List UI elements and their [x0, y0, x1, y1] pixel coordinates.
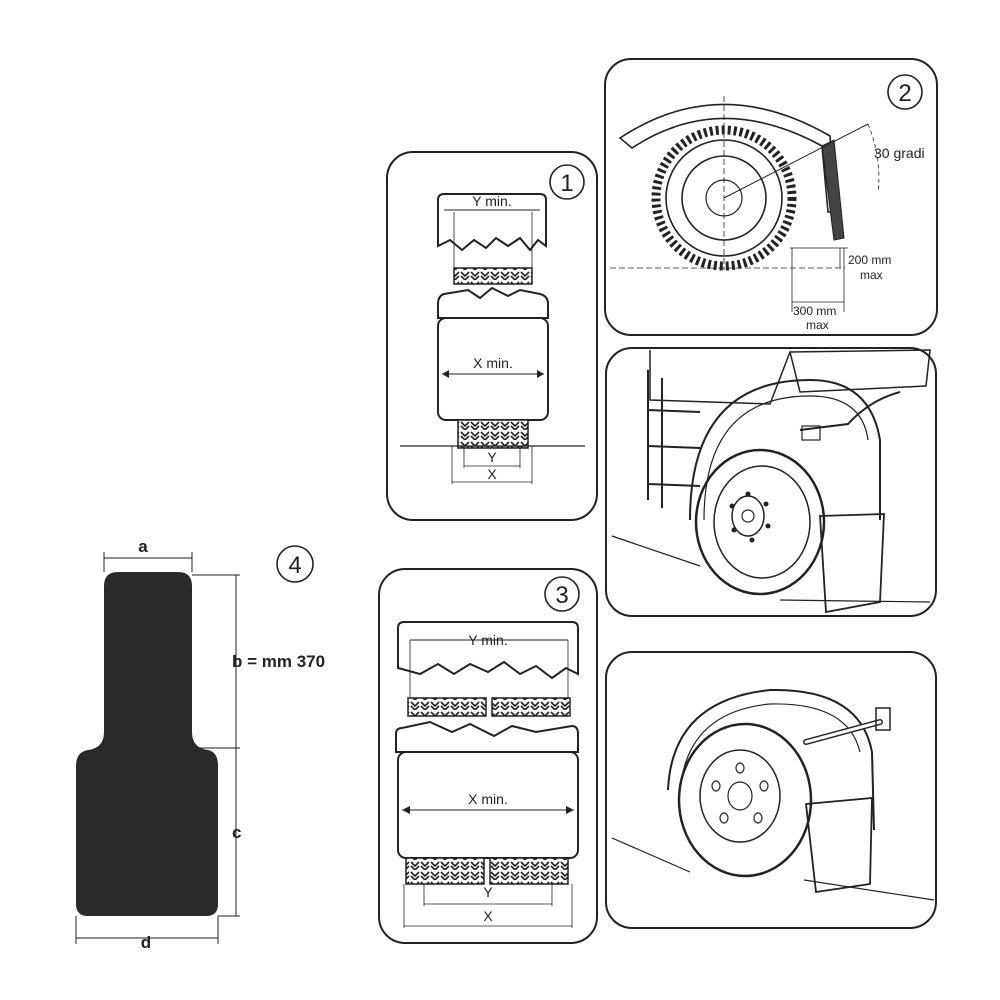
dim-a-label: a — [138, 537, 148, 556]
panel-3-frame — [378, 568, 598, 944]
panel-1-single-tyre: 1 Y min. X min. Y X — [386, 151, 598, 521]
panel-2-tyre — [651, 125, 797, 271]
dim-c-label: c — [232, 823, 241, 842]
panel-1-y-min-label: Y min. — [472, 193, 511, 209]
panel-3-y-min-label: Y min. — [468, 632, 507, 648]
truck-hub — [731, 495, 765, 537]
panel-1-tread-bottom — [457, 419, 529, 449]
panel-2-frame — [604, 58, 938, 336]
panel-truck-frame — [605, 347, 937, 617]
panel-car-frame — [605, 651, 937, 929]
panel-1-mudguard-body — [437, 286, 549, 319]
panel-2-wheel-angles: 2 30 gradi 200 mm max 300 mm max — [604, 58, 938, 336]
truck-tyre — [694, 448, 826, 596]
panel-2-number: 2 — [898, 80, 911, 107]
car-mudflap — [805, 797, 873, 894]
panel-car-wheel — [605, 651, 937, 929]
panel-3-x-min-label: X min. — [468, 791, 508, 807]
panel-truck-rear-wheel — [605, 347, 937, 617]
panel-3-tread-bottom-left — [405, 857, 485, 885]
panel-4-number: 4 — [288, 552, 301, 579]
panel-1-frame — [386, 151, 598, 521]
dim-d-label: d — [141, 933, 151, 952]
panel-3-tyre-body — [397, 751, 579, 859]
panel-1-tread-top — [453, 267, 533, 285]
car-rim — [699, 749, 781, 843]
car-tyre — [677, 722, 813, 878]
panel-3-x-label: X — [483, 908, 493, 924]
panel-3-tread-bottom-right — [489, 857, 569, 885]
panel-1-number: 1 — [560, 170, 573, 197]
panel-3-y-label: Y — [483, 884, 493, 900]
panel-1-number-circle — [549, 164, 585, 200]
car-fender — [667, 688, 875, 831]
truck-mudguard — [689, 378, 881, 521]
panel-1-x-min-label: X min. — [473, 355, 513, 371]
dim-b-label: b = mm 370 — [232, 652, 325, 671]
panel-3-twin-tyres: 3 Y min. X min. Y X — [378, 568, 598, 944]
panel-1-x-label: X — [487, 466, 497, 482]
panel-2-number-circle — [887, 74, 923, 110]
panel-4-mudflap-dimensions: a b = mm 370 c d 4 — [75, 537, 325, 952]
panel-1-y-label: Y — [487, 449, 497, 465]
panel-2-distance-unit: max — [806, 318, 829, 332]
panel-3-number: 3 — [555, 582, 568, 609]
panel-3-number-circle — [544, 576, 580, 612]
panel-4-number-circle — [276, 545, 314, 583]
panel-3-tread-top-right — [491, 697, 571, 717]
panel-2-angle-label: 30 gradi — [874, 145, 925, 161]
panel-1-mudguard-top — [437, 193, 547, 252]
panel-3-mudguard-body — [395, 720, 579, 753]
panel-2-distance-value: 300 mm — [793, 304, 836, 318]
panel-3-tread-top-left — [407, 697, 487, 717]
panel-3-mudguard-top — [397, 621, 579, 680]
panel-2-height-unit: max — [860, 268, 883, 282]
truck-mudflap — [819, 513, 885, 614]
mudflap-shape — [76, 572, 218, 916]
panel-2-height-value: 200 mm — [848, 253, 891, 267]
